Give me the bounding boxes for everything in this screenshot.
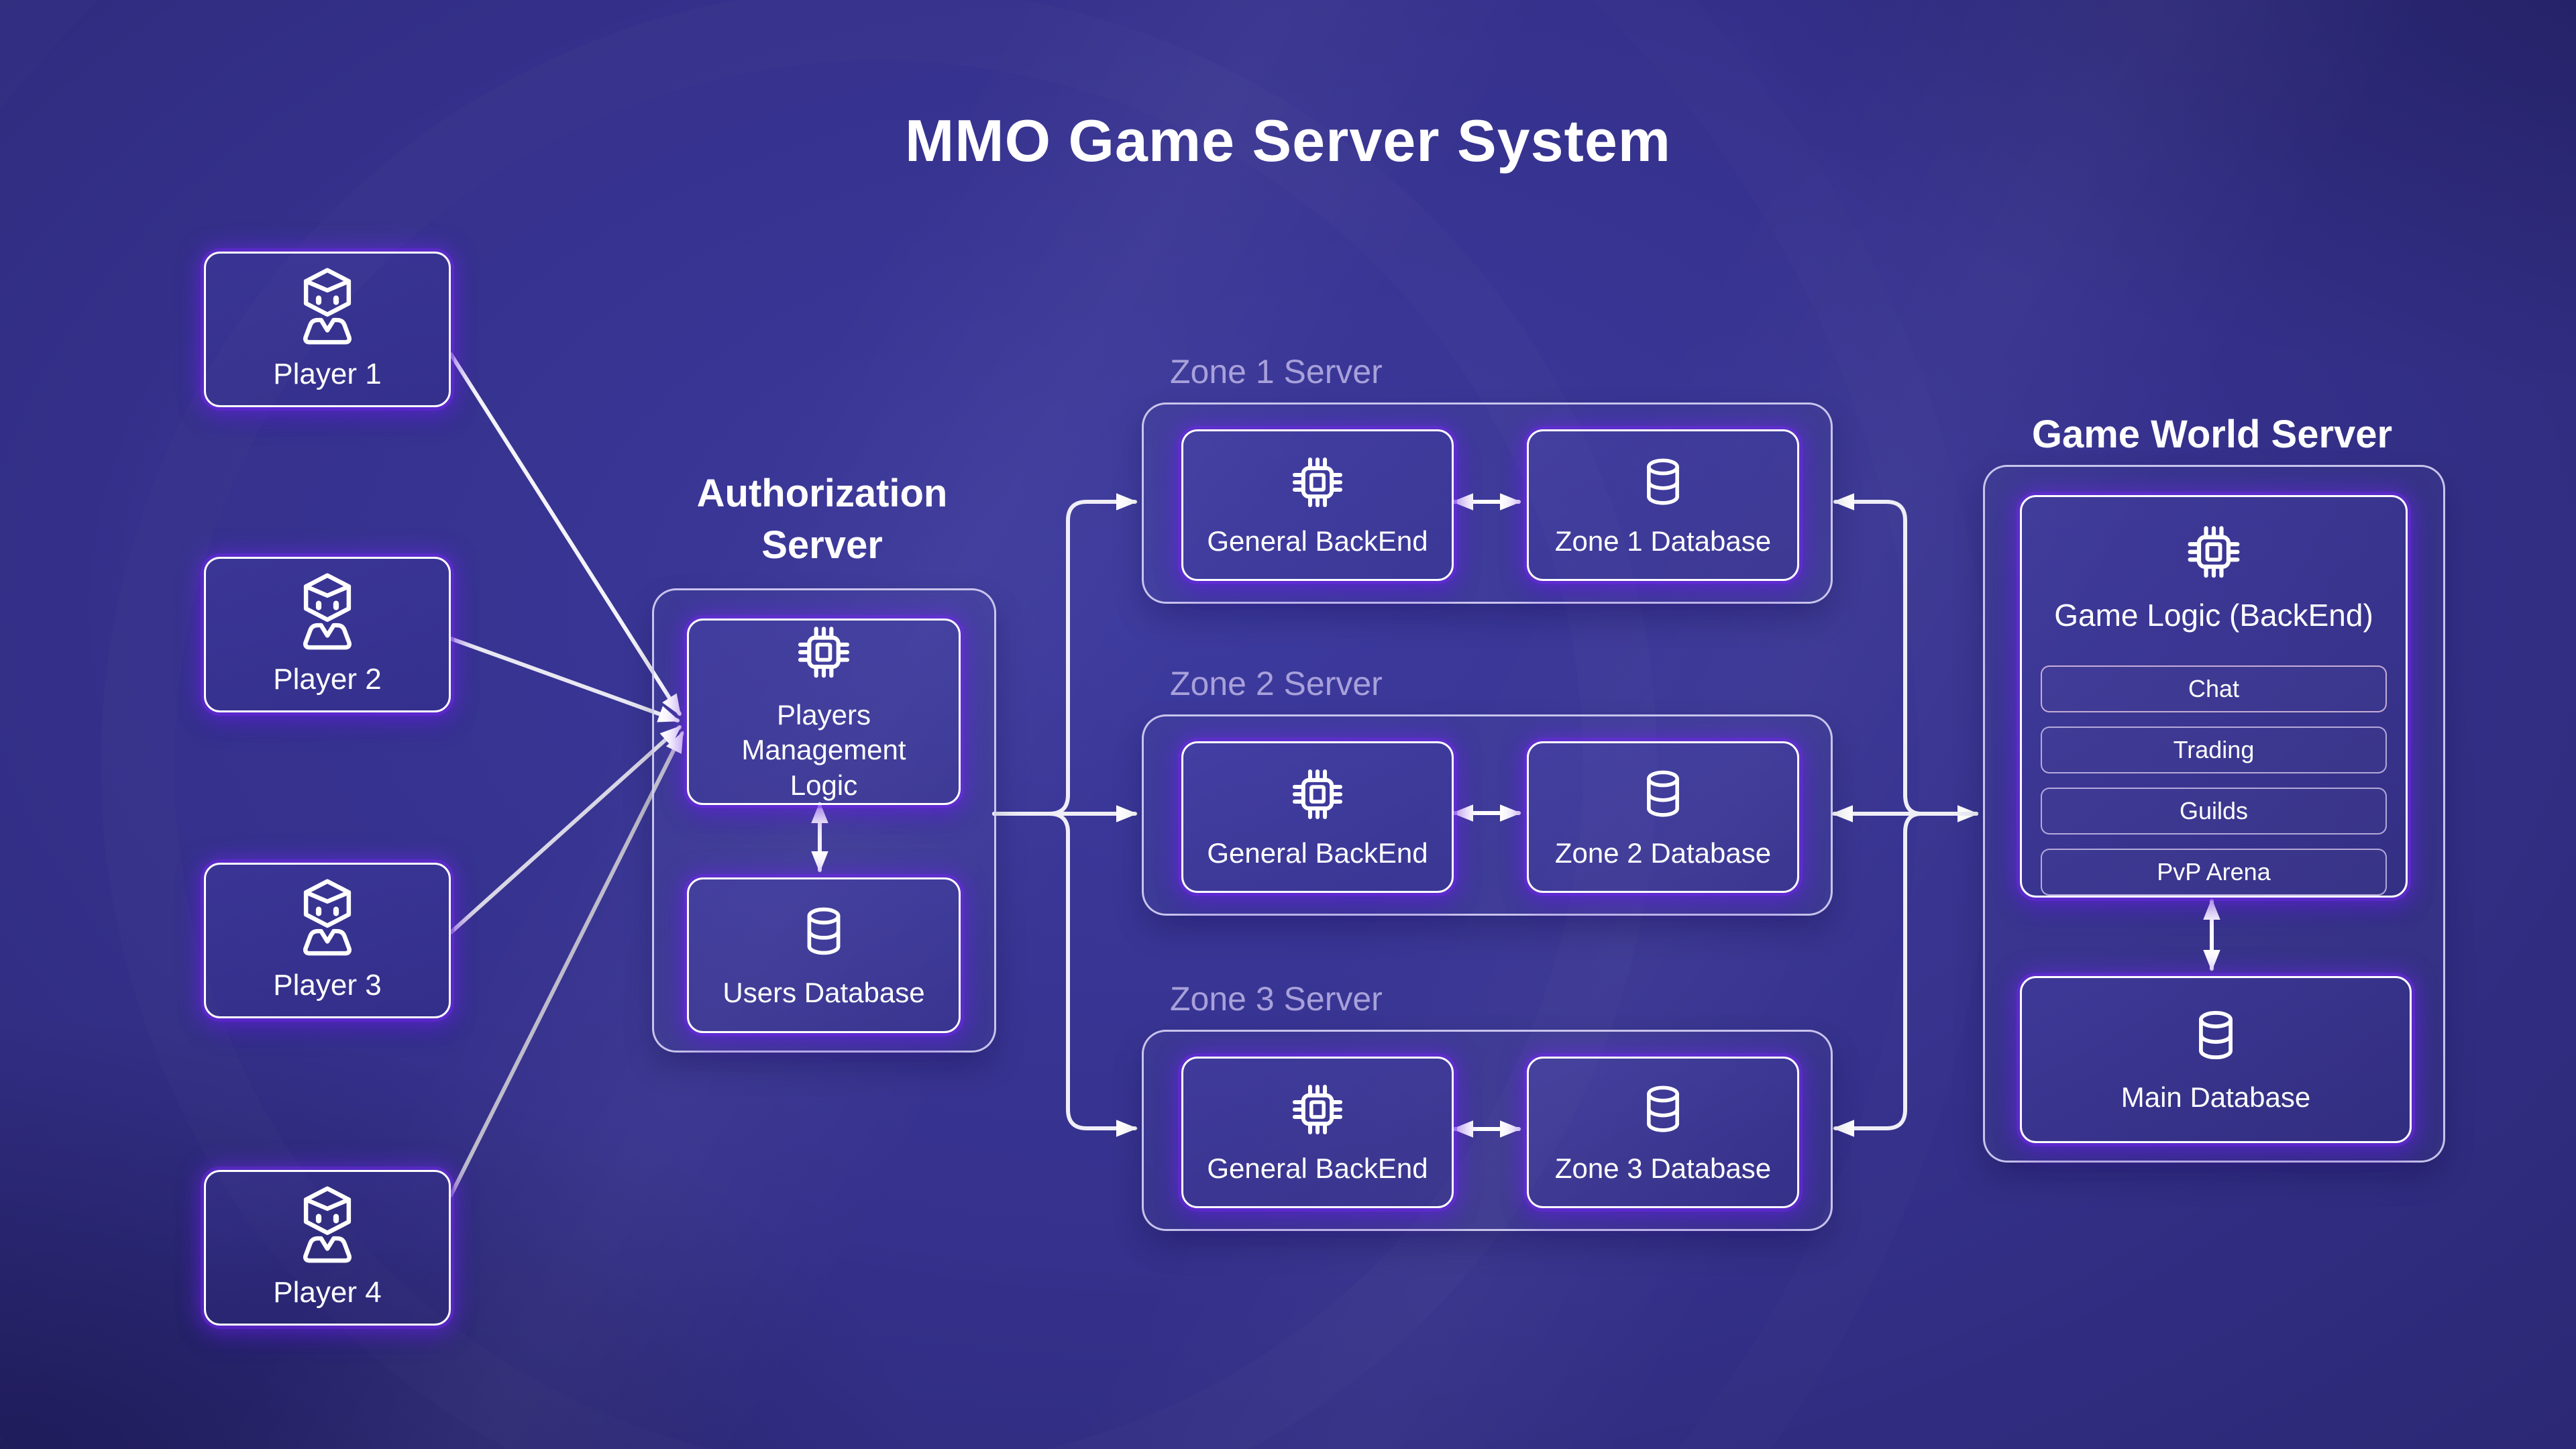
edge-auth-zone1 [992, 493, 1138, 816]
module-pvp-arena: PvP Arena [2041, 849, 2387, 896]
edge-world-zone3 [1833, 812, 1978, 1137]
auth-server-title: Authorization Server [696, 472, 948, 567]
players-management-logic-label: Players Management Logic [741, 698, 906, 801]
zone3-title: Zone 3 Server [1170, 980, 1383, 1018]
player-icon [288, 572, 367, 651]
edge-player2-auth [449, 637, 680, 722]
player-icon [288, 878, 367, 957]
users-database-node: Users Database [687, 877, 961, 1033]
zone1-backend-node: General BackEnd [1181, 429, 1454, 581]
player-icon [288, 1185, 367, 1265]
module-guilds: Guilds [2041, 788, 2387, 835]
game-logic-node: Game Logic (BackEnd) Chat Trading Guilds… [2020, 495, 2408, 898]
edge-player1-auth [449, 352, 682, 716]
cpu-icon [1287, 451, 1348, 513]
page-title: MMO Game Server System [904, 107, 1672, 174]
player-icon [288, 267, 367, 346]
edge-auth-zone3 [992, 812, 1138, 1137]
players-management-logic-node: Players Management Logic [687, 619, 961, 805]
edge-world-zone1 [1833, 493, 1978, 816]
zone1-database-label: Zone 1 Database [1554, 525, 1772, 557]
game-logic-modules: Chat Trading Guilds PvP Arena [2041, 665, 2387, 896]
cpu-icon [790, 621, 857, 684]
database-icon [2184, 1004, 2248, 1068]
player-label: Player 4 [273, 1275, 382, 1309]
player-label: Player 3 [273, 968, 382, 1002]
zone3-database-node: Zone 3 Database [1527, 1057, 1799, 1208]
player4-node: Player 4 [204, 1170, 451, 1326]
cpu-icon [1287, 1079, 1348, 1140]
game-logic-label: Game Logic (BackEnd) [2054, 597, 2373, 633]
game-world-title: Game World Server [2031, 413, 2393, 456]
game-world-container: Game Logic (BackEnd) Chat Trading Guilds… [1983, 465, 2445, 1163]
cpu-icon [1287, 763, 1348, 825]
zone2-database-node: Zone 2 Database [1527, 741, 1799, 893]
database-icon [1632, 1079, 1694, 1140]
zone3-backend-node: General BackEnd [1181, 1057, 1454, 1208]
player3-node: Player 3 [204, 863, 451, 1018]
zone2-backend-node: General BackEnd [1181, 741, 1454, 893]
database-icon [792, 900, 855, 963]
player2-node: Player 2 [204, 557, 451, 712]
zone1-container: General BackEnd Zone 1 Database [1142, 402, 1833, 604]
auth-server-container: Players Management Logic Users Database [652, 588, 996, 1053]
main-database-label: Main Database [2121, 1081, 2311, 1114]
zone2-title: Zone 2 Server [1170, 665, 1383, 702]
cpu-icon [2179, 520, 2249, 584]
zone1-backend-label: General BackEnd [1207, 525, 1428, 557]
player-label: Player 1 [273, 357, 382, 390]
zone3-database-label: Zone 3 Database [1554, 1152, 1772, 1184]
zone3-container: General BackEnd Zone 3 Database [1142, 1030, 1833, 1231]
users-database-label: Users Database [722, 976, 925, 1008]
player-label: Player 2 [273, 662, 382, 696]
database-icon [1632, 451, 1694, 513]
zone2-container: General BackEnd Zone 2 Database [1142, 714, 1833, 916]
module-trading: Trading [2041, 727, 2387, 773]
zone1-database-node: Zone 1 Database [1527, 429, 1799, 581]
zone2-backend-label: General BackEnd [1207, 837, 1428, 869]
player1-node: Player 1 [204, 252, 451, 407]
zone2-database-label: Zone 2 Database [1554, 837, 1772, 869]
edge-player3-auth [449, 725, 682, 934]
main-database-node: Main Database [2020, 976, 2412, 1143]
module-chat: Chat [2041, 665, 2387, 712]
database-icon [1632, 763, 1694, 825]
zone1-title: Zone 1 Server [1170, 353, 1383, 390]
edge-player4-auth [449, 731, 684, 1197]
zone3-backend-label: General BackEnd [1207, 1152, 1428, 1184]
